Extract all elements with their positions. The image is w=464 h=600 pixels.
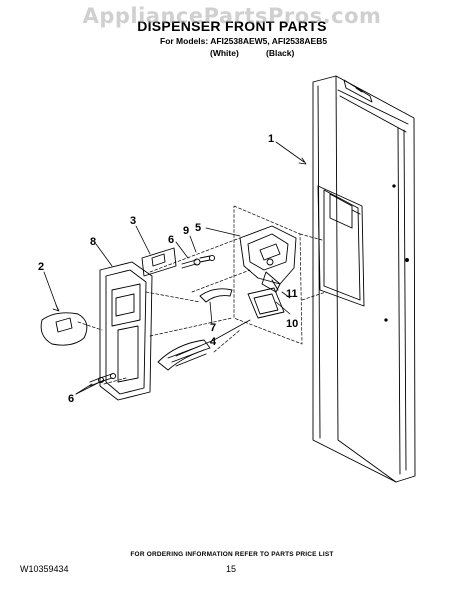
door-part xyxy=(312,75,416,483)
ordering-note: FOR ORDERING INFORMATION REFER TO PARTS … xyxy=(130,551,334,558)
watermark: AppliancePartsPros.com xyxy=(82,4,382,28)
callout-6: 6 xyxy=(168,234,174,246)
actuator-housing-part xyxy=(239,225,297,293)
drip-tray-part xyxy=(157,339,211,371)
panel-plate-part xyxy=(141,247,177,277)
page-number: 15 xyxy=(226,564,237,574)
document-number: W10359434 xyxy=(20,564,69,574)
model-list: For Models: AFI2538AEW5, AFI2538AEB5 xyxy=(160,36,328,46)
page-title: DISPENSER FRONT PARTS xyxy=(137,18,327,34)
callout-6-lower: 6 xyxy=(68,393,74,405)
callout-4: 4 xyxy=(210,336,217,348)
leader-lines xyxy=(43,141,307,395)
callout-11: 11 xyxy=(286,288,298,300)
dispenser-front-part xyxy=(99,261,153,401)
callout-10: 10 xyxy=(286,318,298,330)
callout-7: 7 xyxy=(210,322,216,334)
variant-white: (White) xyxy=(210,48,239,58)
assembly-lines xyxy=(77,205,327,385)
variant-black: (Black) xyxy=(266,48,295,58)
dispenser-lens-part xyxy=(40,312,88,346)
callout-5: 5 xyxy=(195,222,201,234)
callout-8: 8 xyxy=(90,236,96,248)
callout-1: 1 xyxy=(268,133,274,145)
callout-9: 9 xyxy=(183,225,189,237)
drip-tray-holder-part xyxy=(247,279,285,319)
callout-2: 2 xyxy=(38,261,44,273)
lever-part xyxy=(199,288,233,303)
callout-3: 3 xyxy=(130,215,136,227)
